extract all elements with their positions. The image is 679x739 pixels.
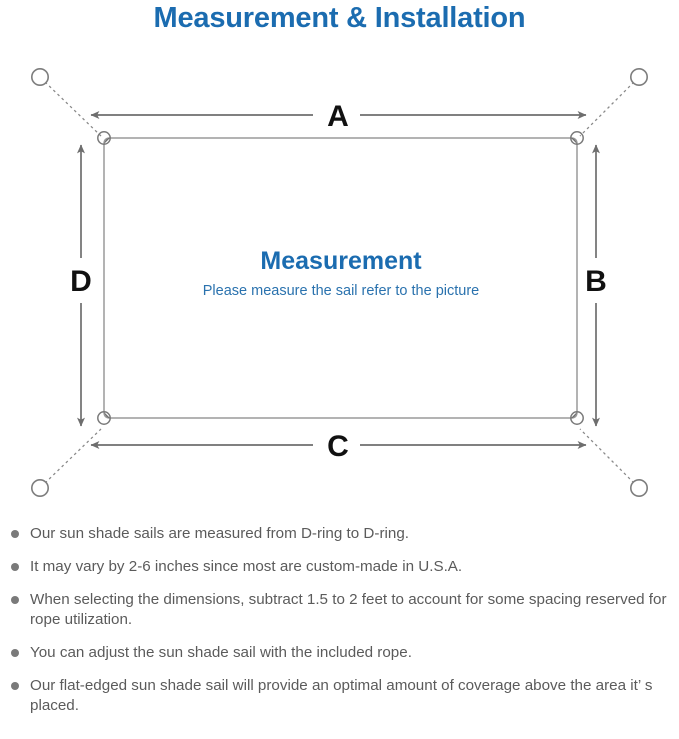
diagram-canvas: A C D B Measurement Please measure the s… [30,67,648,497]
note-text: It may vary by 2-6 inches since most are… [30,558,463,576]
bullet-icon [11,530,19,538]
list-item: Our flat-edged sun shade sail will provi… [0,676,679,716]
bullet-icon [11,596,19,605]
sail-shape [103,137,578,419]
note-text: You can adjust the sun shade sail with t… [30,644,412,662]
rope-line-bottom-right [579,428,635,484]
d-ring-bottom-right [570,411,584,425]
note-text: When selecting the dimensions, subtract … [30,591,667,629]
page-title: Measurement & Installation [153,2,526,34]
list-item: You can adjust the sun shade sail with t… [0,643,679,663]
d-ring-bottom-left [97,411,111,425]
note-text: Our sun shade sails are measured from D-… [30,525,409,542]
notes-list: Our sun shade sails are measured from D-… [0,524,679,729]
rope-line-top-left [44,81,102,137]
diagram-center-subheading: Please measure the sail refer to the pic… [203,283,479,299]
bullet-icon [11,649,19,658]
list-item: It may vary by 2-6 inches since most are… [0,557,679,577]
rope-lines [44,81,635,484]
anchor-ring-top-right [629,67,648,86]
anchor-ring-bottom-left [30,478,49,497]
note-text: Our flat-edged sun shade sail will provi… [30,677,653,715]
rope-line-bottom-left [44,428,102,484]
list-item: Our sun shade sails are measured from D-… [0,524,679,544]
d-rings [97,131,584,425]
anchor-ring-bottom-right [629,478,648,497]
anchor-ring-top-left [30,67,49,86]
bullet-icon [11,563,19,572]
sail-measurement-diagram: A C D B Measurement Please measure the s… [0,48,679,518]
rope-line-top-right [579,81,635,137]
diagram-center-heading: Measurement [260,247,422,275]
anchor-rings [30,67,648,497]
list-item: When selecting the dimensions, subtract … [0,590,679,630]
dimension-label-b: B [585,265,607,298]
dimension-label-d: D [70,265,92,298]
bullet-icon [11,682,19,691]
d-ring-top-right [570,131,584,145]
d-ring-top-left [97,131,111,145]
dimension-label-c: C [327,430,349,463]
dimension-label-a: A [327,100,349,133]
